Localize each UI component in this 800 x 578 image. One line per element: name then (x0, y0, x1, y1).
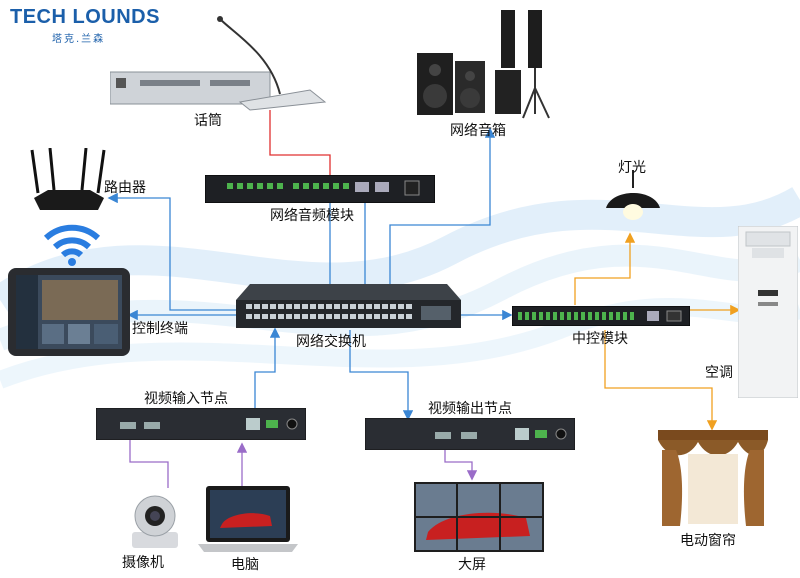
videoin-switch-link (254, 327, 281, 408)
electric-curtain-device (658, 430, 768, 526)
router-label: 路由器 (104, 180, 146, 196)
router-device (30, 148, 106, 210)
video-output-node-device (365, 418, 575, 450)
network-audio-module-device (205, 175, 435, 203)
microphone-device (110, 16, 327, 111)
network-speaker-device (417, 10, 550, 119)
big-screen-label: 大屏 (458, 557, 486, 573)
computer-label: 电脑 (231, 557, 259, 573)
network-switch-label: 网络交换机 (296, 334, 366, 350)
control-curtain-link (604, 330, 718, 431)
brand-logo-subtitle: 塔克.兰森 (52, 34, 106, 45)
video-input-node-label: 视频输入节点 (144, 391, 228, 407)
mic-audio-link (269, 110, 331, 178)
switch-router-link (107, 192, 250, 311)
air-conditioner-device (738, 226, 798, 398)
microphone-label: 话筒 (194, 113, 222, 129)
control-terminal-tablet (8, 268, 130, 356)
camera-label: 摄像机 (122, 555, 164, 571)
central-control-label: 中控模块 (572, 331, 628, 347)
brand-logo: TECH LOUNDS (10, 6, 160, 28)
camera-device (132, 495, 178, 548)
computer-device (198, 486, 298, 552)
light-device (606, 170, 660, 220)
video-input-node-device (96, 408, 306, 440)
control-terminal-label: 控制终端 (132, 321, 188, 337)
camera-videoin-link (129, 440, 169, 488)
switch-videoout-link (349, 330, 414, 421)
control-light-link (574, 232, 636, 305)
air-conditioner-label: 空调 (705, 365, 733, 381)
video-output-node-label: 视频输出节点 (428, 401, 512, 417)
big-screen-device (414, 482, 544, 552)
central-control-device (512, 306, 690, 326)
network-audio-module-label: 网络音频模块 (270, 208, 354, 224)
network-speaker-label: 网络音箱 (450, 123, 506, 139)
light-label: 灯光 (618, 160, 646, 176)
network-switch-device (236, 284, 461, 328)
videoout-screen-link (444, 445, 478, 481)
electric-curtain-label: 电动窗帘 (680, 533, 736, 549)
wifi-icon (43, 224, 101, 266)
switch-speaker-link (389, 127, 496, 285)
